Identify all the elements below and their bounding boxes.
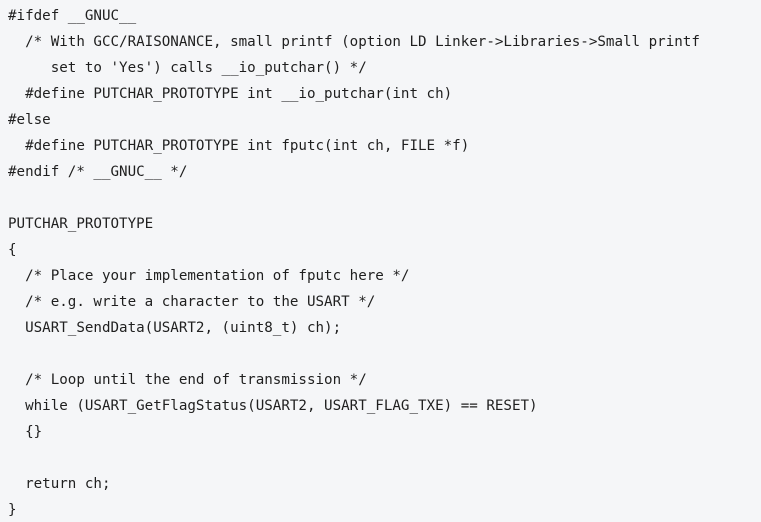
code-line-1: #ifdef __GNUC__	[8, 3, 761, 29]
code-line-3: set to 'Yes') calls __io_putchar() */	[8, 55, 761, 81]
code-line-6: #define PUTCHAR_PROTOTYPE int fputc(int …	[8, 133, 761, 159]
code-line-18	[8, 445, 761, 471]
code-line-text: /* Place your implementation of fputc he…	[8, 268, 410, 284]
code-line-text: #define PUTCHAR_PROTOTYPE int __io_putch…	[8, 86, 453, 102]
code-line-text: return ch;	[8, 476, 111, 492]
code-line-text: }	[8, 502, 17, 518]
code-line-20: }	[8, 497, 761, 522]
code-line-10: {	[8, 237, 761, 263]
code-line-text: /* e.g. write a character to the USART *…	[8, 294, 376, 310]
code-line-7: #endif /* __GNUC__ */	[8, 159, 761, 185]
code-line-19: return ch;	[8, 471, 761, 497]
code-line-text: set to 'Yes') calls __io_putchar() */	[8, 60, 367, 76]
code-line-text: {}	[8, 424, 43, 440]
code-line-text: /* With GCC/RAISONANCE, small printf (op…	[8, 34, 700, 50]
code-line-16: while (USART_GetFlagStatus(USART2, USART…	[8, 393, 761, 419]
code-line-text: #define PUTCHAR_PROTOTYPE int fputc(int …	[8, 138, 470, 154]
code-line-text: while (USART_GetFlagStatus(USART2, USART…	[8, 398, 538, 414]
code-line-13: USART_SendData(USART2, (uint8_t) ch);	[8, 315, 761, 341]
code-line-text: /* Loop until the end of transmission */	[8, 372, 367, 388]
code-line-8	[8, 185, 761, 211]
code-line-2: /* With GCC/RAISONANCE, small printf (op…	[8, 29, 761, 55]
code-line-17: {}	[8, 419, 761, 445]
code-line-text: PUTCHAR_PROTOTYPE	[8, 216, 154, 232]
code-line-text: USART_SendData(USART2, (uint8_t) ch);	[8, 320, 342, 336]
code-line-text: #else	[8, 112, 51, 128]
code-line-12: /* e.g. write a character to the USART *…	[8, 289, 761, 315]
code-line-5: #else	[8, 107, 761, 133]
code-line-15: /* Loop until the end of transmission */	[8, 367, 761, 393]
code-line-4: #define PUTCHAR_PROTOTYPE int __io_putch…	[8, 81, 761, 107]
code-line-9: PUTCHAR_PROTOTYPE	[8, 211, 761, 237]
code-line-14	[8, 341, 761, 367]
code-line-text: #endif /* __GNUC__ */	[8, 164, 188, 180]
code-line-text: {	[8, 242, 17, 258]
code-line-11: /* Place your implementation of fputc he…	[8, 263, 761, 289]
code-line-text: #ifdef __GNUC__	[8, 8, 137, 24]
